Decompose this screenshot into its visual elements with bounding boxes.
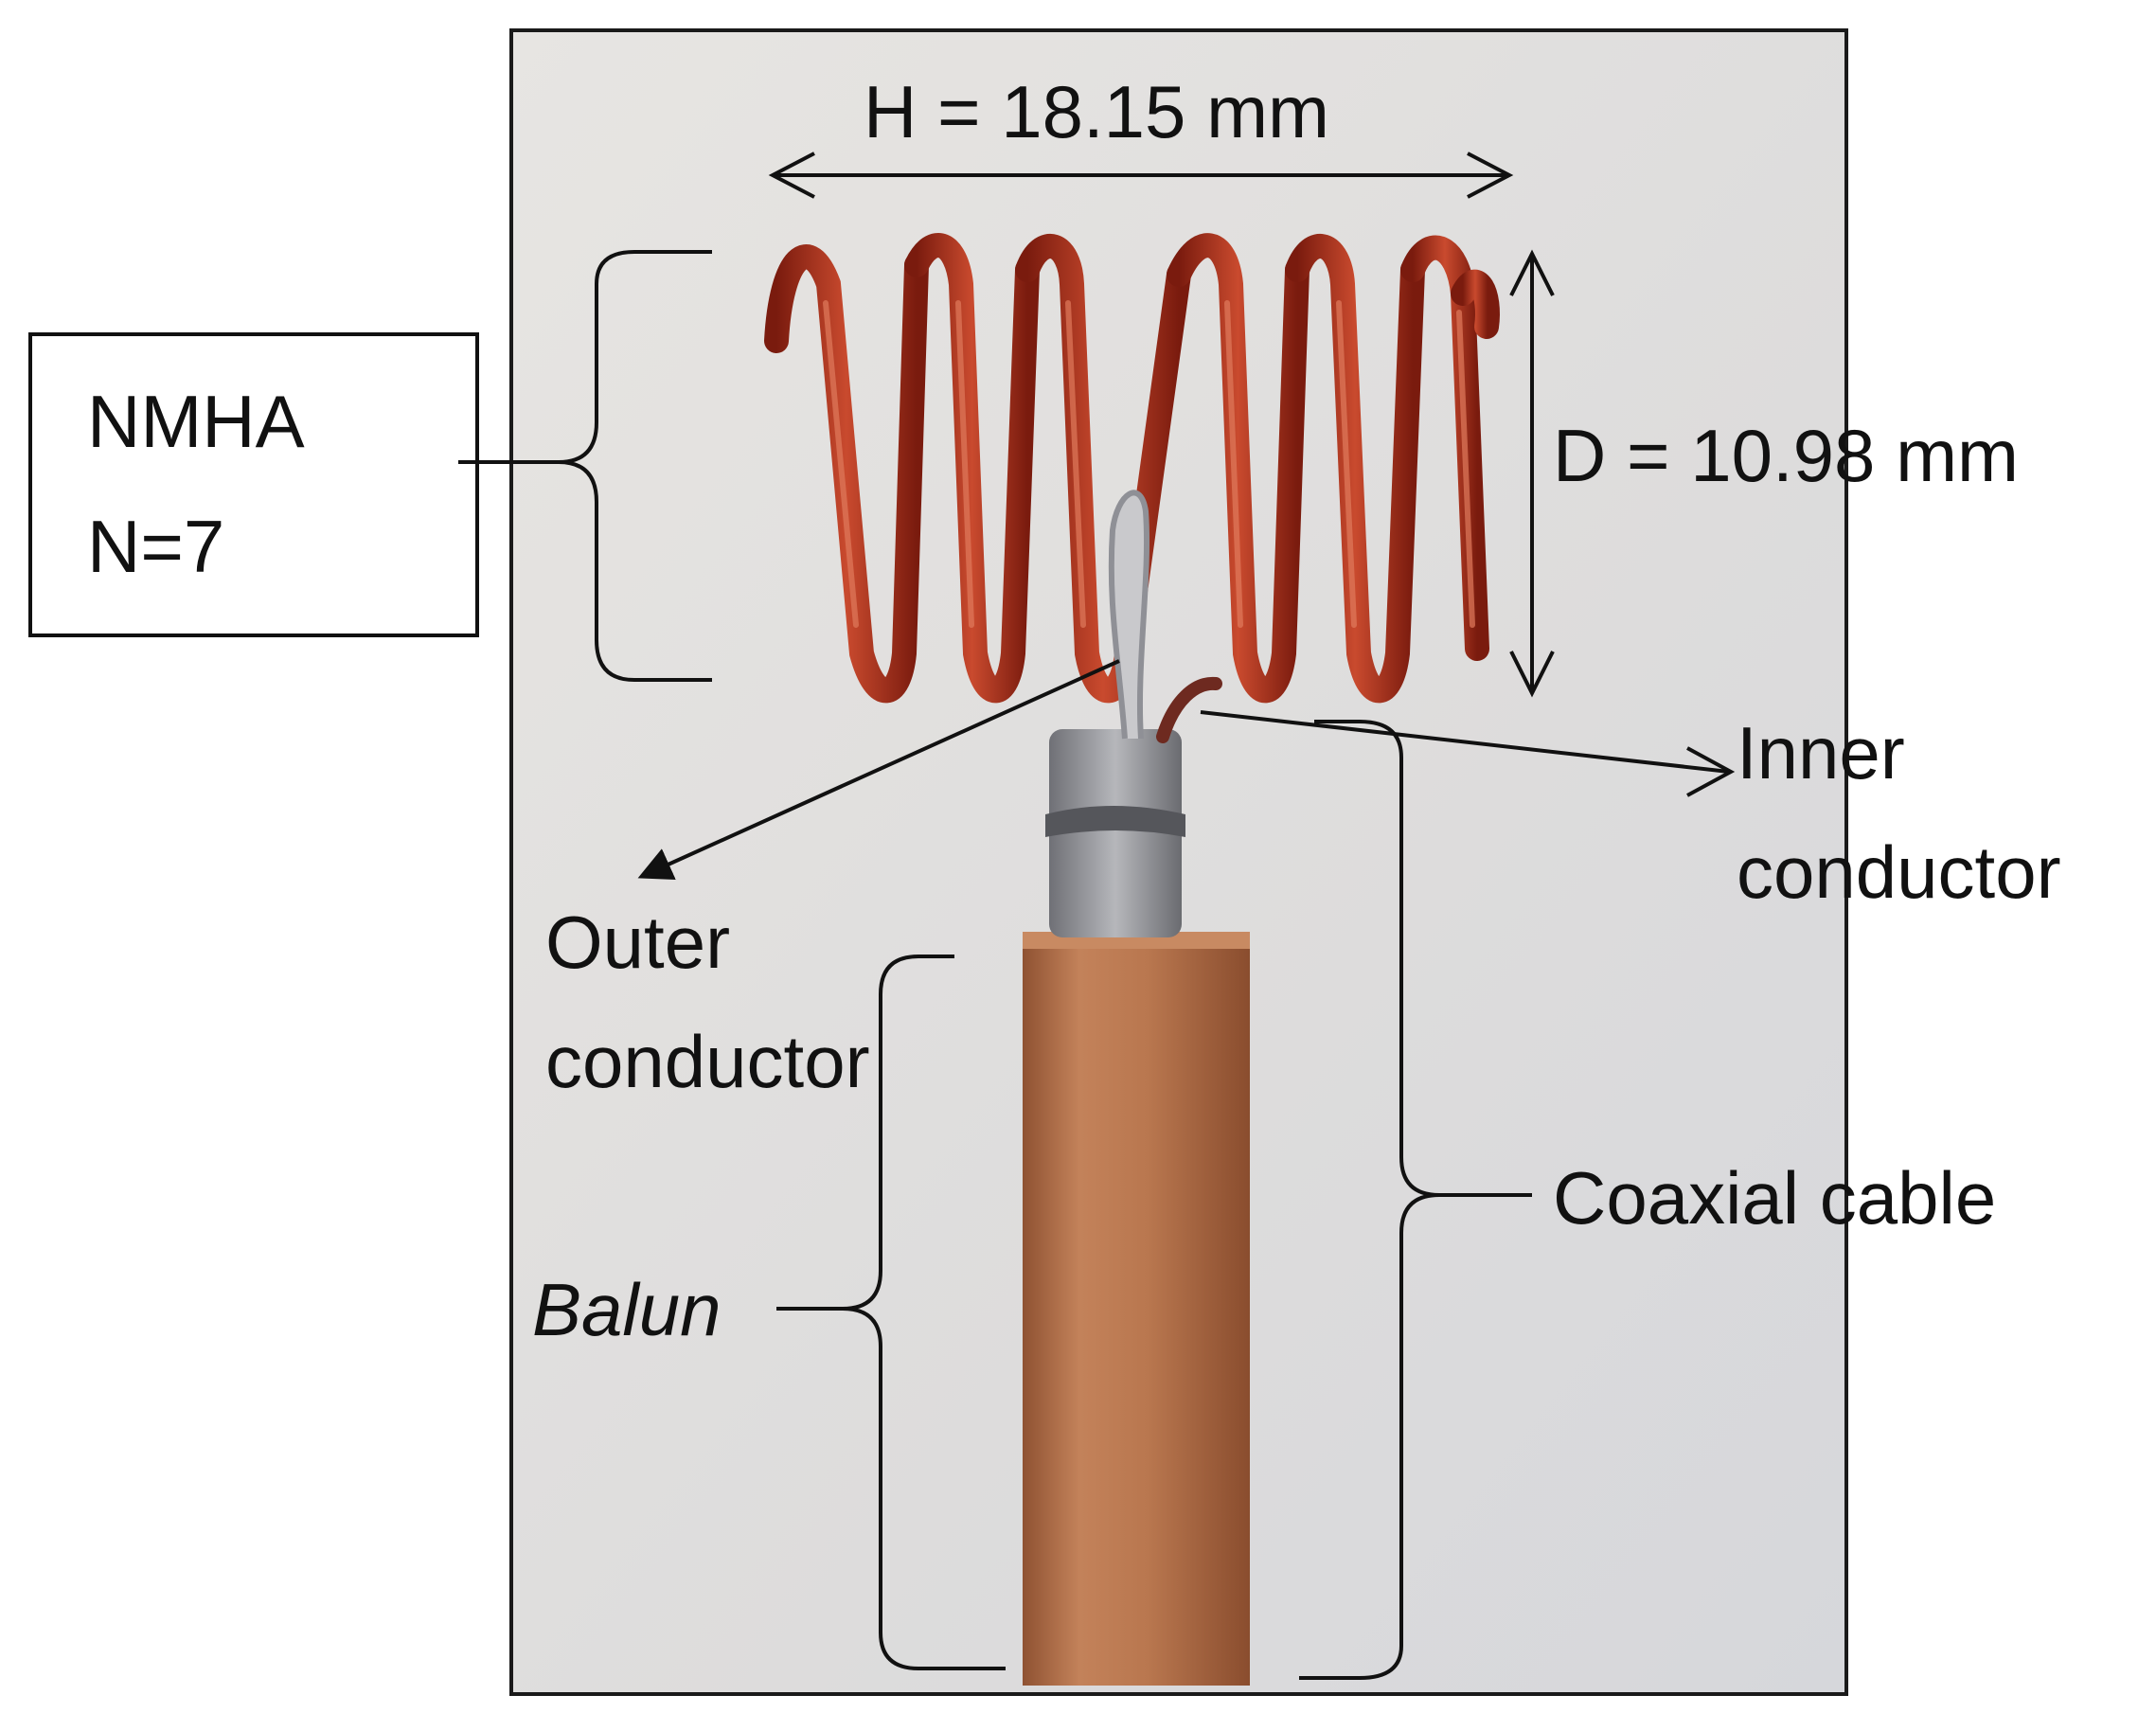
solder-joint	[1049, 729, 1182, 937]
balun-label: Balun	[532, 1268, 722, 1351]
inner-conductor-label-2: conductor	[1737, 830, 2061, 914]
diameter-label: D = 10.98 mm	[1553, 414, 2019, 497]
outer-conductor-wire	[1108, 490, 1150, 740]
nmha-turns-label: N=7	[87, 505, 224, 588]
antenna-photo	[509, 28, 1848, 1696]
nmha-label-box	[28, 332, 479, 637]
balun-tube	[1023, 937, 1250, 1686]
helical-coil	[764, 233, 1500, 704]
coaxial-cable-label: Coaxial cable	[1553, 1156, 1996, 1240]
outer-conductor-label: Outer	[545, 901, 730, 984]
solder-band	[1045, 806, 1185, 837]
height-label: H = 18.15 mm	[864, 70, 1329, 153]
outer-conductor-label-2: conductor	[545, 1020, 870, 1103]
nmha-label: NMHA	[87, 380, 305, 463]
diameter-dimension	[1509, 249, 1555, 698]
height-dimension	[768, 152, 1514, 199]
annotations	[28, 152, 1736, 1680]
inner-conductor-wire	[1156, 676, 1222, 743]
inner-conductor-arrow	[1200, 710, 1730, 774]
outer-conductor-arrow	[637, 659, 1120, 881]
coil-highlights	[823, 300, 1475, 628]
inner-conductor-label: Inner	[1737, 711, 1905, 794]
